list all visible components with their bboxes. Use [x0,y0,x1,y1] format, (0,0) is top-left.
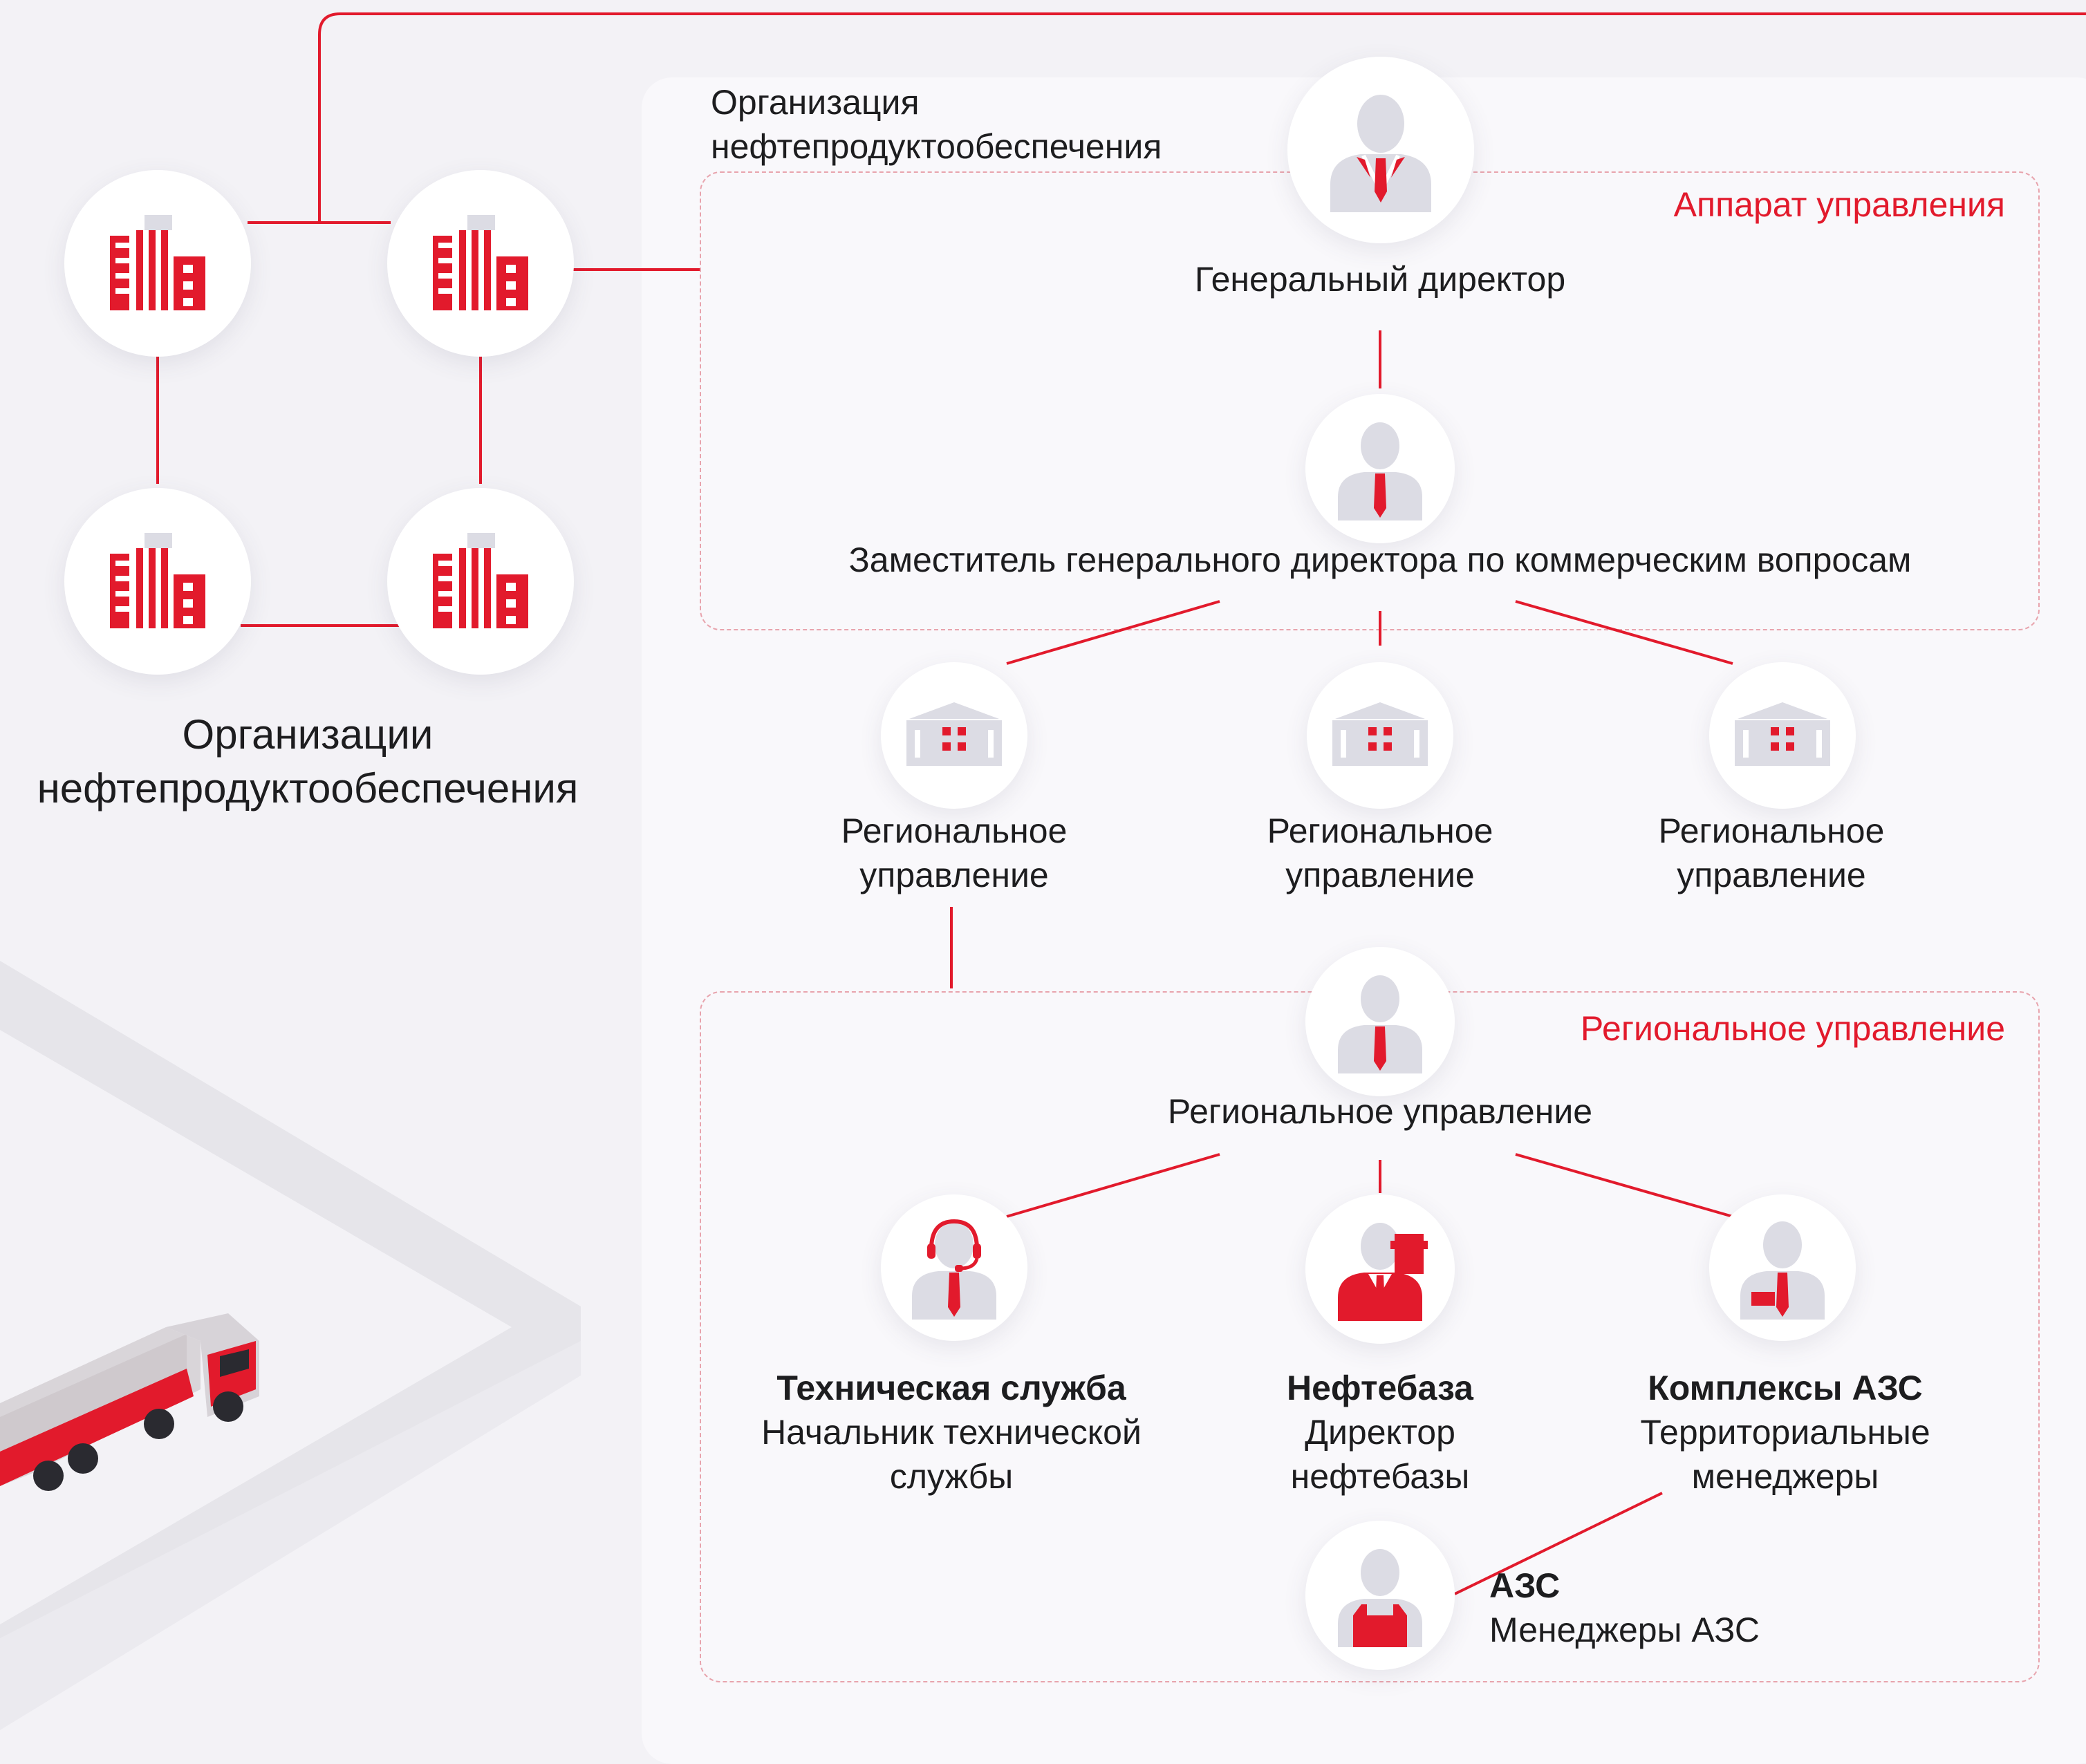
regional-head-label: Региональное управление [1167,1092,1593,1131]
regional-office-label: Региональное управление [1658,811,1885,894]
organization-circle [64,170,251,357]
government-building-icon [1735,702,1830,766]
organization-circle [387,170,574,357]
organization-circle [387,488,574,675]
organizations-caption: Организации нефтепродуктообеспечения [37,711,579,811]
headset-person-icon [912,1219,996,1320]
government-building-icon [906,702,1002,766]
person-tie-icon [1338,975,1422,1073]
office-building-icon [110,215,205,310]
general-director-label: Генеральный директор [1194,260,1566,299]
office-building-icon [433,533,528,628]
director-person-icon [1330,95,1431,212]
oil-depot-avatar [1305,1194,1455,1344]
road-illustration [0,961,581,1730]
station-worker-icon [1338,1549,1422,1647]
office-building-icon [433,215,528,310]
fuel-truck-illustration [0,1313,259,1491]
manager-person-icon [1740,1221,1825,1320]
management-box-label: Аппарат управления [1673,185,2005,224]
station-complex-label: Комплексы АЗС Территориальные менеджеры [1640,1369,1930,1496]
regional-office-circle [1709,662,1856,809]
oil-depot-label: Нефтебаза Директор нефтебазы [1287,1369,1473,1496]
panel-title: Организация нефтепродуктообеспечения [711,83,1162,166]
organization-panel [642,77,2086,1764]
regional-head-avatar [1305,947,1455,1096]
person-tie-icon [1338,422,1422,520]
office-building-icon [110,533,205,628]
oil-depot-person-icon [1338,1223,1428,1321]
regional-office-label: Региональное управление [1267,811,1493,894]
deputy-avatar [1305,394,1455,543]
deputy-label: Заместитель генерального директора по ко… [848,541,1912,579]
government-building-icon [1332,702,1428,766]
regional-box-label: Региональное управление [1580,1009,2005,1048]
tech-service-label: Техническая служба Начальник технической… [761,1369,1142,1496]
station-label: АЗС Менеджеры АЗС [1489,1566,1760,1649]
station-complex-avatar [1709,1194,1856,1341]
station-manager-avatar [1305,1521,1455,1670]
organization-circle [64,488,251,675]
general-director-avatar [1287,57,1474,243]
regional-office-circle [881,662,1027,809]
regional-office-circle [1307,662,1453,809]
regional-office-label: Региональное управление [841,811,1068,894]
tech-service-avatar [881,1194,1027,1341]
